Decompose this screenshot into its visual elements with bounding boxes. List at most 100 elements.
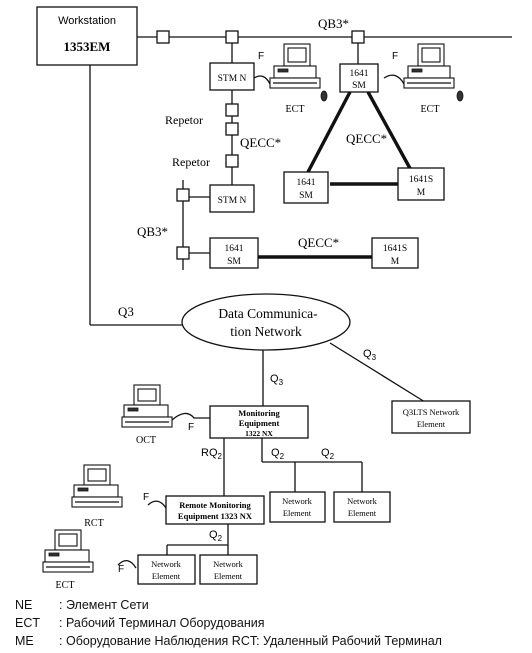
legend-sep: : — [59, 616, 63, 630]
f-link-ect3 — [117, 560, 137, 569]
rq2-label: RQ2 — [201, 447, 223, 461]
sm-label-type: SM — [352, 81, 366, 91]
rme-label-line2: Equipment 1323 NX — [178, 511, 253, 521]
f-label: F — [392, 51, 398, 62]
computer-terminal-icon — [71, 464, 123, 508]
data-communication-network: Data Communica- tion Network — [181, 293, 351, 351]
sm-box-lower-left: 1641 SM — [209, 237, 259, 269]
legend-row: ECT: Рабочий Терминал Оборудования — [15, 614, 442, 632]
sm-label-model: 1641 — [350, 69, 369, 79]
ne-label-line2: Element — [348, 508, 377, 518]
stm-n-box-1: STM N — [209, 62, 255, 91]
legend-row: NE: Элемент Сети — [15, 596, 442, 614]
workstation-model: 1353EM — [64, 39, 111, 54]
qecc-label-2: QECC* — [346, 131, 387, 146]
me-label-line2: Equipment — [239, 418, 280, 428]
legend-row: ME: Оборудование Наблюдения RCT: Удаленн… — [15, 632, 442, 650]
ect-label: ECT — [56, 580, 75, 591]
network-element-a: Network Element — [269, 491, 326, 523]
ne-label-line1: Network — [213, 559, 243, 569]
legend-text: Элемент Сети — [65, 598, 149, 612]
computer-terminal-icon — [121, 384, 173, 428]
q3-label-left: Q3 — [118, 304, 134, 319]
sm-label-model: 1641 — [225, 244, 244, 254]
connector-node — [176, 246, 190, 260]
repeter-node — [225, 103, 239, 117]
repeter-node — [225, 122, 239, 136]
repetor-label-2: Repetor — [172, 155, 210, 169]
legend-key: ECT — [15, 616, 40, 630]
rct-label: RCT — [84, 518, 103, 529]
f-link-1 — [253, 75, 271, 85]
dcn-label-line1: Data Communica- — [218, 306, 318, 321]
network-element-b: Network Element — [333, 491, 391, 523]
connector-node — [351, 30, 365, 44]
network-element-c: Network Element — [137, 554, 196, 585]
legend-key: NE — [15, 598, 33, 612]
sm-box-top: 1641 SM — [339, 63, 379, 93]
ne-label-line1: Network — [347, 496, 377, 506]
connector-node — [156, 30, 170, 44]
sm-label-model: 1641 — [297, 178, 316, 188]
q2-label: Q2 — [321, 447, 335, 461]
f-link-oct — [171, 412, 210, 421]
repetor-label-1: Repetor — [165, 113, 203, 127]
legend-sep: : — [59, 634, 63, 648]
f-label: F — [258, 51, 264, 62]
ne-label-line1: Network — [282, 496, 312, 506]
rme-label-line1: Remote Monitoring — [179, 500, 251, 510]
connector-nodes — [156, 30, 365, 260]
dcn-label-line2: tion Network — [230, 324, 302, 339]
qecc-links — [258, 91, 414, 259]
f-label: F — [188, 422, 194, 433]
ect-label: ECT — [286, 104, 305, 115]
legend-key: ME — [15, 634, 34, 648]
monitoring-equipment-box: Monitoring Equipment 1322 NX — [209, 405, 309, 439]
q3lts-label-line1: Q3LTS Network — [403, 407, 460, 417]
me-label-line3: 1322 NX — [245, 429, 273, 438]
qb3-label-left: QB3* — [137, 224, 168, 239]
qecc-link-left — [306, 91, 352, 173]
sm-box-right: 1641S M — [397, 167, 445, 201]
q3lts-label-line2: Element — [417, 419, 446, 429]
qecc-link-right — [366, 91, 414, 173]
legend: NE: Элемент Сети ECT: Рабочий Терминал О… — [15, 596, 442, 650]
ne-label-line1: Network — [151, 559, 181, 569]
ect-label: ECT — [421, 104, 440, 115]
sm-label-type: M — [391, 257, 400, 267]
dcn-to-q3lts — [329, 342, 426, 403]
legend-sep: : — [59, 598, 63, 612]
q3lts-network-element: Q3LTS Network Element — [391, 400, 471, 434]
connector-node — [176, 188, 190, 202]
ne-label-line2: Element — [152, 571, 181, 581]
sm-label-model: 1641S — [409, 175, 433, 185]
diagram-labels: QB3* QB3* QECC* QECC* QECC* Repetor Repe… — [118, 16, 398, 575]
q3-label-down: Q3 — [270, 373, 284, 387]
remote-monitoring-equipment-box: Remote Monitoring Equipment 1323 NX — [165, 495, 265, 525]
ne-label-line2: Element — [283, 508, 312, 518]
q3-label-right: Q3 — [363, 348, 377, 362]
sm-label-type: SM — [299, 191, 313, 201]
network-element-d: Network Element — [199, 554, 258, 585]
qb3-label-top: QB3* — [318, 16, 349, 31]
legend-text: Рабочий Терминал Оборудования — [65, 616, 265, 630]
f-label: F — [118, 564, 124, 575]
qecc-label-1: QECC* — [240, 135, 281, 150]
legend-text: Оборудование Наблюдения RCT: Удаленный Р… — [65, 634, 442, 648]
ne-label-line2: Element — [214, 571, 243, 581]
repeter-node — [225, 154, 239, 168]
sm-label-type: M — [417, 188, 426, 198]
stm-label: STM N — [218, 74, 247, 84]
sm-label-type: SM — [227, 257, 241, 267]
f-link-rct — [147, 500, 167, 509]
computer-terminal-icon — [269, 43, 328, 102]
computer-terminal-icon — [403, 43, 464, 102]
q2-label: Q2 — [209, 529, 223, 543]
q2-label: Q2 — [271, 447, 285, 461]
me-label-line1: Monitoring — [238, 408, 280, 418]
connector-node — [225, 30, 239, 44]
stm-label: STM N — [218, 196, 247, 206]
workstation-title: Workstation — [58, 15, 116, 27]
computer-terminal-icon — [42, 529, 94, 573]
